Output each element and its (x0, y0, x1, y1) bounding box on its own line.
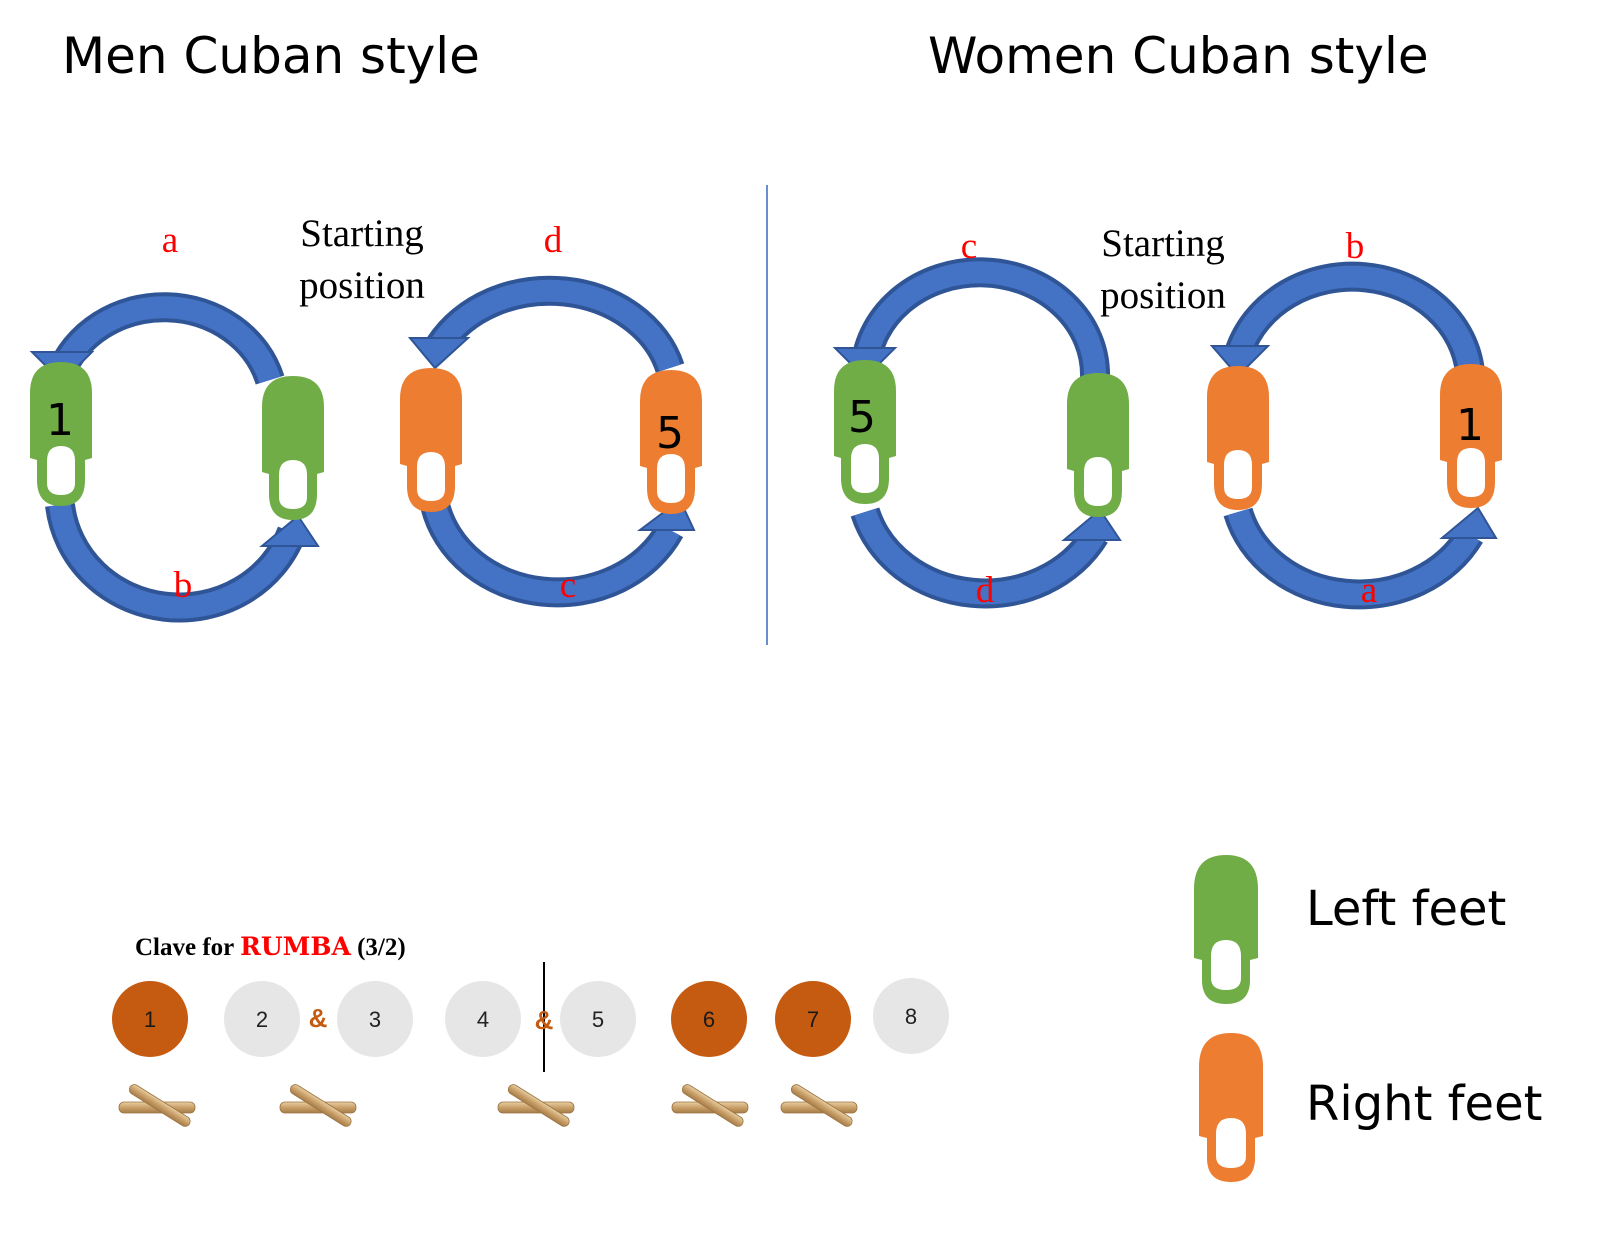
clave-beat-3 (337, 981, 413, 1057)
men-starting-label-line1: Starting (300, 212, 424, 255)
clave-beat-8 (873, 978, 949, 1054)
arrow-d-women (850, 507, 1122, 609)
legend-left-label: Left feet (1306, 881, 1506, 937)
clave-beat-label-4: 4 (477, 1007, 489, 1032)
women-starting-label-line2: position (1100, 274, 1226, 317)
clave-beat-label-1: 1 (144, 1007, 156, 1032)
clave-beat-label-2: 2 (256, 1007, 268, 1032)
clave-beat-1 (112, 981, 188, 1057)
men-label-b: b (174, 565, 193, 606)
men-right-foot-1 (400, 368, 462, 512)
clave-beat-4 (445, 981, 521, 1057)
women-left-foot-1 (834, 360, 896, 504)
clave-stick-4 (671, 1084, 749, 1127)
women-left-foot-2 (1067, 373, 1129, 517)
men-diagram: 1 5 a b c d Starting position (29, 212, 702, 623)
clave-beat-label-8: 8 (905, 1004, 917, 1029)
women-step-number-5: 5 (848, 392, 876, 443)
clave-ampersand-1: & (309, 1003, 328, 1033)
women-right-foot-1 (1207, 366, 1269, 510)
clave-sticks (118, 1084, 858, 1127)
women-right-foot-2 (1440, 364, 1502, 508)
men-starting-label-line2: position (299, 264, 425, 307)
clave-stick-1 (118, 1084, 196, 1127)
women-starting-label-line1: Starting (1101, 222, 1225, 265)
men-step-number-5: 5 (656, 408, 684, 459)
men-label-c: c (560, 565, 576, 606)
women-label-d: d (976, 570, 995, 611)
women-label-a: a (1361, 570, 1377, 611)
clave-beat-5 (560, 981, 636, 1057)
clave-beat-label-6: 6 (703, 1007, 715, 1032)
clave-beat-2 (224, 981, 300, 1057)
legend-left-foot-icon (1194, 855, 1258, 1004)
clave-beat-label-5: 5 (592, 1007, 604, 1032)
men-label-d: d (544, 220, 563, 261)
women-step-number-1: 1 (1456, 400, 1484, 451)
men-label-a: a (162, 220, 178, 261)
men-title: Men Cuban style (62, 27, 480, 85)
legend-right-foot-icon (1199, 1033, 1263, 1182)
women-label-b: b (1346, 226, 1365, 267)
clave-beat-7 (775, 981, 851, 1057)
men-left-foot-2 (262, 376, 324, 520)
clave-title: Clave for RUMBA (3/2) (135, 932, 406, 961)
clave-ampersand-2: & (535, 1005, 554, 1035)
clave-beats: 1 2 3 4 5 6 7 8 (112, 978, 949, 1057)
clave-beat-label-3: 3 (369, 1007, 381, 1032)
arrow-d (407, 275, 685, 374)
clave-stick-5 (780, 1084, 858, 1127)
clave-stick-3 (497, 1084, 575, 1127)
men-left-foot-1 (30, 362, 92, 506)
arrow-c (420, 498, 696, 608)
women-diagram: 5 1 c d a b Starting position (832, 222, 1502, 611)
arrow-b-women (1209, 261, 1485, 378)
clave-section: Clave for RUMBA (3/2) 1 2 3 4 5 6 7 8 & & (112, 932, 949, 1127)
legend: Left feet Right feet (1194, 855, 1542, 1182)
legend-right-label: Right feet (1306, 1076, 1542, 1132)
men-step-number-1: 1 (46, 395, 74, 446)
clave-beat-6 (671, 981, 747, 1057)
arrow-a-women (1223, 506, 1498, 610)
clave-beat-label-7: 7 (807, 1007, 819, 1032)
men-right-foot-2 (640, 370, 702, 514)
arrow-b (45, 503, 320, 623)
women-label-c: c (961, 226, 977, 267)
arrow-c-women (832, 257, 1111, 380)
clave-stick-2 (279, 1084, 357, 1127)
clave-title-suffix: (3/2) (351, 934, 406, 961)
women-title: Women Cuban style (928, 27, 1429, 85)
clave-title-prefix: Clave for (135, 934, 240, 961)
clave-title-highlight: RUMBA (240, 932, 351, 961)
